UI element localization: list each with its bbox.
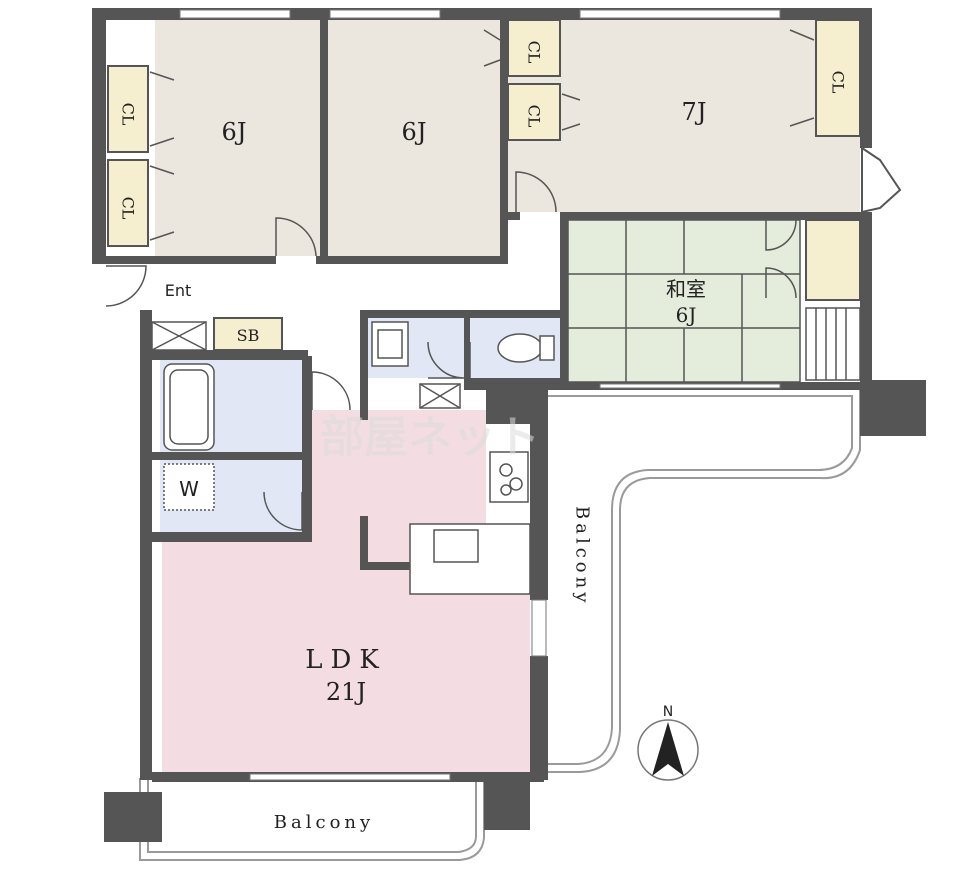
bedroom-1-label: 6J	[222, 118, 247, 146]
compass-north-label: N	[663, 704, 673, 720]
washer-label: W	[179, 477, 199, 501]
compass: N	[637, 704, 699, 781]
closet-label-4: CL	[525, 105, 544, 128]
closet-label-2: CL	[119, 197, 138, 220]
bedroom-1-floor	[155, 20, 320, 256]
bay-window	[861, 146, 902, 214]
south-balcony	[139, 778, 485, 861]
closet-label-3: CL	[525, 41, 544, 64]
bedroom-3-label: 7J	[682, 98, 707, 126]
tatami-grid	[567, 219, 801, 383]
shoe-box-label: SB	[237, 326, 260, 345]
east-balcony	[548, 387, 861, 773]
louver-slats	[805, 307, 861, 381]
toilet	[497, 333, 543, 363]
closet-label-5: CL	[829, 71, 848, 94]
ldk-floor	[162, 410, 530, 772]
entrance-label: Ent	[165, 281, 192, 300]
east-balcony-label: Balcony	[572, 506, 593, 606]
south-balcony-label: Balcony	[274, 812, 374, 833]
washitsu-label: 和室	[666, 277, 706, 301]
kitchen-sink	[433, 529, 479, 563]
ldk-size: 21J	[326, 678, 366, 706]
closets	[107, 19, 861, 351]
ldk-label: LDK	[305, 645, 387, 675]
closet-label-1: CL	[119, 103, 138, 126]
north-arrow-icon	[652, 722, 684, 776]
door-swings	[105, 29, 815, 531]
fixtures	[151, 321, 555, 595]
washing-machine	[163, 463, 215, 511]
watermark: 部屋ネット	[320, 412, 540, 463]
washitsu-size: 6J	[676, 303, 697, 327]
bedroom-2-label: 6J	[402, 118, 427, 146]
windows	[179, 9, 781, 781]
bedroom-2-floor	[328, 20, 500, 256]
bedroom-3-floor	[508, 20, 860, 212]
